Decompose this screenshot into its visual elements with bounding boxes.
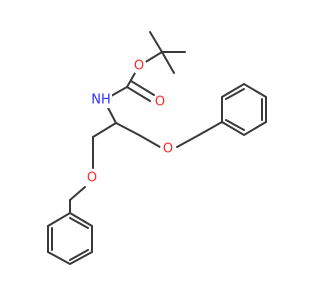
bond-ch-to-ch2-left (92, 122, 117, 138)
bond-tbu-methyl-top (149, 31, 163, 53)
bond-o-to-benzyl-ch2-left (69, 186, 86, 201)
bond-o-to-benzyl-ch2-right (176, 134, 200, 148)
bond-carbonyl-double-b (130, 80, 155, 96)
phenyl-ring-left (47, 211, 93, 266)
phenyl-ring-right (221, 82, 267, 137)
bond-benzyl-ch2-to-ring-right (198, 121, 223, 136)
atom-label-ether-o-right: O (163, 142, 173, 157)
atom-ester-oxygen: O (131, 58, 147, 74)
bonds (69, 31, 223, 214)
atom-label-nh: NH (91, 93, 111, 108)
bond-ch2-right-to-o (138, 134, 161, 148)
atom-ether-oxygen-left: O (84, 170, 100, 186)
bond-carbonyl-double-a (126, 86, 151, 102)
atom-ether-oxygen-right: O (160, 141, 176, 157)
atom-carbonyl-oxygen: O (152, 94, 168, 110)
atom-label-ester-o: O (134, 59, 144, 74)
bond-ch-to-ch2-right (115, 122, 140, 136)
atom-label-ether-o-left: O (87, 171, 97, 186)
atom-label-carbonyl-o: O (155, 95, 165, 110)
molecule-structure-diagram: O O NH O O (47, 31, 267, 266)
atom-labels: O O NH O O (84, 58, 176, 186)
atom-amide-nitrogen: NH (90, 92, 112, 108)
bond-tbu-methyl-lowright (161, 51, 175, 74)
